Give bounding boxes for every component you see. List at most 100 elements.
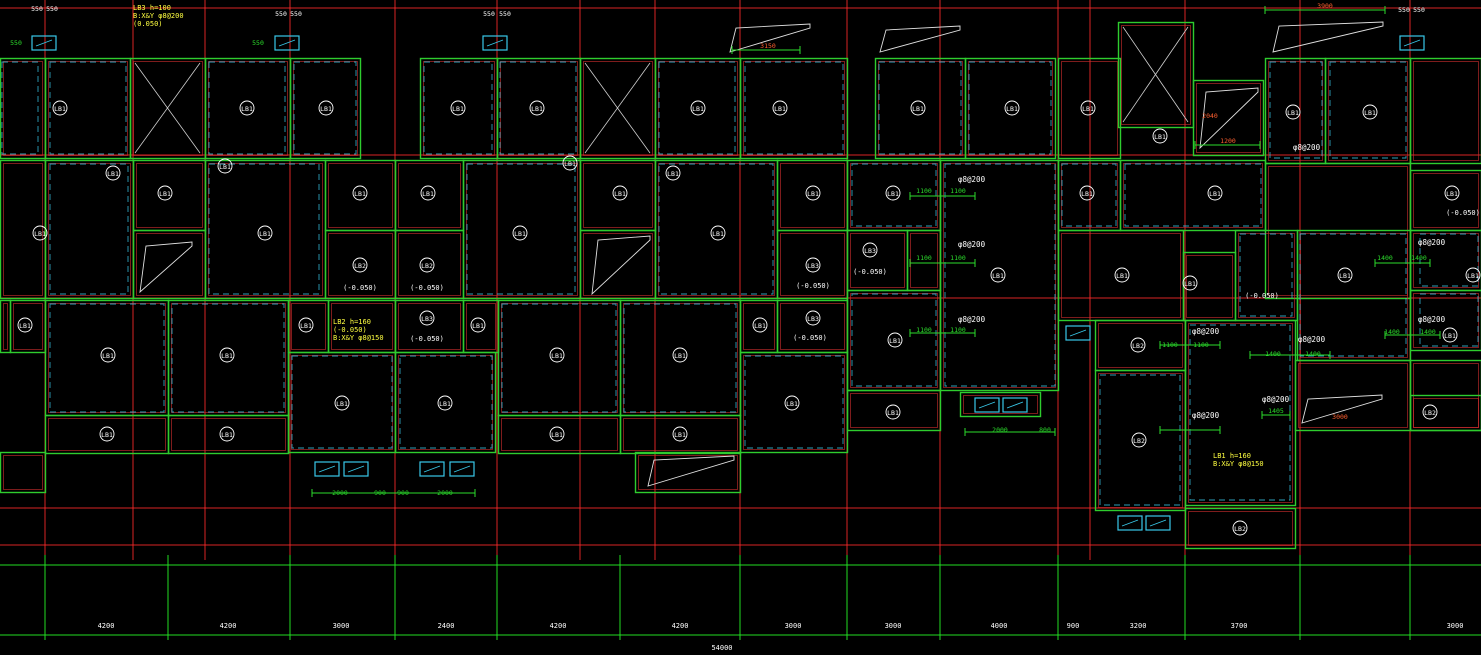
slab-tag-circle xyxy=(752,317,768,333)
window-diagonal xyxy=(1149,519,1167,527)
slab-tag-label: LB1 xyxy=(1467,272,1479,280)
slab-dashed-edge xyxy=(49,163,129,295)
slab-dashed-edge xyxy=(1269,61,1323,159)
dimension-label: 3150 xyxy=(760,42,776,50)
slab-dashed-edge xyxy=(499,61,577,155)
axis-dimension-label: 3000 xyxy=(785,622,802,630)
slab-tag-circle xyxy=(562,155,578,171)
slab-dashed-edge xyxy=(744,61,844,155)
annotation-layer: (-0.050)(-0.050)(-0.050)(-0.050)(-0.050)… xyxy=(10,2,1480,652)
rebar-note: φ8@200 xyxy=(1262,395,1290,404)
dimension-label: 900 xyxy=(397,489,409,497)
slab-tag-label: LB1 xyxy=(1339,272,1351,280)
slab-tag-circle xyxy=(990,267,1006,283)
window-symbol xyxy=(314,461,340,477)
room-inner-line xyxy=(943,163,1056,388)
slab-tag-circle xyxy=(612,185,628,201)
stair-wedge xyxy=(879,25,961,53)
axis-dimension-label: 2400 xyxy=(438,622,455,630)
slab-dashed-edges xyxy=(1,61,1479,506)
room-inner-line xyxy=(1268,61,1323,161)
slab-tag-label: LB3 xyxy=(807,315,819,323)
slab-tag-label: LB1 xyxy=(1154,133,1166,141)
slab-tag-label: LB1 xyxy=(1209,190,1221,198)
dimension-label: 550 xyxy=(275,10,287,18)
slab-tag-circle xyxy=(1152,128,1168,144)
window-diagonal xyxy=(1403,39,1421,47)
slab-spec-note: B:X&Y φ8@150 xyxy=(333,334,384,342)
dimension-label: 900 xyxy=(374,489,386,497)
slab-tag-label: LB1 xyxy=(692,105,704,113)
room-inner-line xyxy=(780,163,845,228)
slab-tag-label: LB1 xyxy=(674,431,686,439)
room-inner-line xyxy=(1188,511,1293,546)
room-inner-line xyxy=(1413,173,1479,228)
window-diagonal xyxy=(453,465,471,473)
slab-dashed-edge xyxy=(878,61,962,155)
room-inner-line xyxy=(1186,255,1233,318)
slab-tag-circle xyxy=(1130,337,1146,353)
room-outline xyxy=(579,229,657,300)
room-inner-line xyxy=(48,163,131,296)
slab-tag-circle xyxy=(217,158,233,174)
room-inner-line xyxy=(133,61,203,156)
slab-tag-circle xyxy=(352,257,368,273)
room-inner-line xyxy=(1328,61,1408,161)
window-symbol xyxy=(1117,515,1143,531)
room-inner-line xyxy=(583,61,653,156)
slab-tag-circle xyxy=(32,225,48,241)
slab-spec-note: B:X&Y φ8@150 xyxy=(1213,460,1264,468)
room-outline xyxy=(132,229,207,300)
slab-tag-label: LB1 xyxy=(514,230,526,238)
slab-tag-label: LB1 xyxy=(912,105,924,113)
room-inner-line xyxy=(501,303,618,413)
slab-tag-label: LB1 xyxy=(1287,109,1299,117)
axis-dimension-label: 3700 xyxy=(1231,622,1248,630)
room-outline xyxy=(1192,79,1265,157)
slab-tag-label: LB1 xyxy=(807,190,819,198)
dimension-label: 550 xyxy=(10,39,22,47)
slab-tag-label: LB1 xyxy=(159,190,171,198)
shaft-cross xyxy=(1122,26,1189,123)
room-inner-line xyxy=(623,418,738,451)
slab-tag-label: LB1 xyxy=(786,400,798,408)
dimension-label: 550 xyxy=(46,5,58,13)
slab-dashed-edge xyxy=(851,163,937,227)
dimension-label: 800 xyxy=(1039,426,1051,434)
window-diagonal xyxy=(35,39,53,47)
room-inner-line xyxy=(1188,323,1293,503)
dimension-label: 1100 xyxy=(950,326,966,334)
slab-tag-label: LB3 xyxy=(864,247,876,255)
slab-tag-circle xyxy=(512,225,528,241)
dimension-label: 1100 xyxy=(1162,341,1178,349)
dimension-label: 1100 xyxy=(950,187,966,195)
room-inner-line xyxy=(136,163,203,228)
room-outline xyxy=(1057,57,1122,160)
slab-dashed-edge xyxy=(623,303,737,413)
slab-dashed-edge xyxy=(1124,163,1262,227)
slab-spec-note: (-0.050) xyxy=(333,326,367,334)
room-inner-line xyxy=(1061,163,1118,228)
room-inner-line xyxy=(1121,25,1191,125)
room-outline xyxy=(1117,21,1195,129)
dimension-label: 1400 xyxy=(1411,254,1427,262)
slab-tag-label: LB1 xyxy=(1446,190,1458,198)
dimension-label: 550 xyxy=(483,10,495,18)
rebar-note: φ8@200 xyxy=(1298,335,1326,344)
window-symbol xyxy=(419,461,445,477)
slab-dashed-edge xyxy=(501,303,617,413)
room-outline xyxy=(1184,507,1297,550)
slab-spec-note: LB3 h=100 xyxy=(133,4,171,12)
elevation-note: (-0.050) xyxy=(1245,292,1279,300)
slab-tag-circle xyxy=(1362,104,1378,120)
window-symbol xyxy=(1065,325,1091,341)
rebar-note: φ8@200 xyxy=(958,315,986,324)
stair-wedge xyxy=(1301,394,1383,424)
dimension-label: 1400 xyxy=(1305,350,1321,358)
rebar-note: φ8@200 xyxy=(1192,327,1220,336)
dimension-label: 1100 xyxy=(916,326,932,334)
shaft-cross xyxy=(584,62,651,154)
window-symbol xyxy=(31,35,57,51)
room-outline xyxy=(619,414,742,455)
room-outline xyxy=(1409,394,1481,432)
